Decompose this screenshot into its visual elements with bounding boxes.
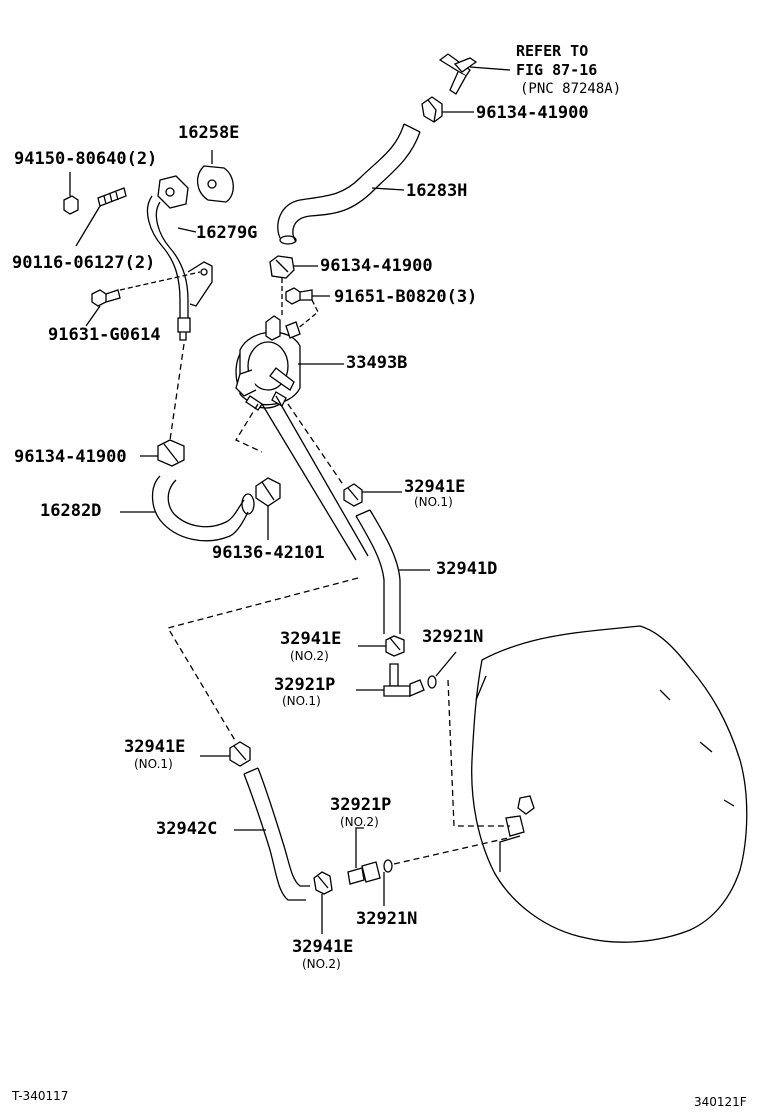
transmission-case [471,625,748,943]
label-16279G: 16279G [196,223,258,243]
label-32921N-bottom: 32921N [356,909,418,929]
hose-clamp-32941E-no2-lower [313,871,333,934]
o-ring-32921N-bottom [383,837,509,906]
nut-94150 [63,172,79,215]
footer-right-code: 340121F [694,1095,747,1109]
label-96134-41900-top: 96134-41900 [476,103,589,123]
label-32941E-no1-lower-sub: (NO.1) [134,757,173,771]
label-16283H: 16283H [406,181,468,201]
hose-16283H [277,123,421,245]
hose-clamp-96134-top [421,96,474,123]
label-32921P-no2-sub: (NO.2) [340,815,379,829]
label-32941E-no1-upper: 32941E [404,477,466,497]
union-32921P-no2 [347,827,381,885]
label-32941E-no1-upper-sub: (NO.1) [414,495,453,509]
pump-dashed-leaders [169,343,345,487]
bolt-91631 [85,271,201,327]
hose-clamp-96136 [255,477,281,540]
label-32941D: 32941D [436,559,498,579]
hose-clamp-32941E-no1-lower [200,741,251,767]
union-32921P-no1 [356,663,425,697]
footer-left-code: T-340117 [12,1089,69,1103]
dashed-leader-lower [166,577,510,827]
label-32921P-no2: 32921P [330,795,392,815]
label-32941E-no2-upper: 32941E [280,629,342,649]
label-32921P-no1-sub: (NO.1) [282,694,321,708]
label-16258E: 16258E [178,123,240,143]
hose-pump-outlet [261,395,369,561]
hose-clamp-32941E-no1-upper [343,483,402,507]
label-32921N-top: 32921N [422,627,484,647]
label-96136-42101: 96136-42101 [212,543,325,563]
label-91631-G0614: 91631-G0614 [48,325,161,345]
hose-32941D [355,509,430,634]
pipe-16279G [146,175,197,341]
label-91651-B0820: 91651-B0820(3) [334,287,478,307]
refer-to-line2: FIG 87-16 [516,61,598,79]
o-ring-32921N-top [427,651,457,689]
stud-90116 [75,187,127,247]
pipe-bracket [187,261,213,307]
label-32921P-no1: 32921P [274,675,336,695]
label-96134-41900-mid: 96134-41900 [320,256,433,276]
gasket-16258E [197,150,234,203]
hose-16282D [120,475,255,542]
label-32941E-no2-upper-sub: (NO.2) [290,649,329,663]
label-16282D: 16282D [40,501,102,521]
refer-to-line3: (PNC 87248A) [520,81,622,97]
hose-clamp-32941E-no2-upper [358,635,405,657]
hose-clamp-96134-mid [269,255,318,318]
label-33493B: 33493B [346,353,408,373]
label-94150-80640: 94150-80640(2) [14,149,158,169]
hose-clamp-96134-left [140,439,185,467]
label-32941E-no2-lower-sub: (NO.2) [302,957,341,971]
bolt-91651 [285,287,330,331]
label-96134-41900-left: 96134-41900 [14,447,127,467]
refer-to-line1: REFER TO [516,42,589,60]
label-32942C: 32942C [156,819,218,839]
label-32941E-no2-lower: 32941E [292,937,354,957]
vacuum-pump-33493B [235,315,344,411]
label-32941E-no1-lower: 32941E [124,737,186,757]
hose-32942C [234,767,310,901]
label-90116-06127: 90116-06127(2) [12,253,156,273]
tee-fitting [438,53,511,95]
